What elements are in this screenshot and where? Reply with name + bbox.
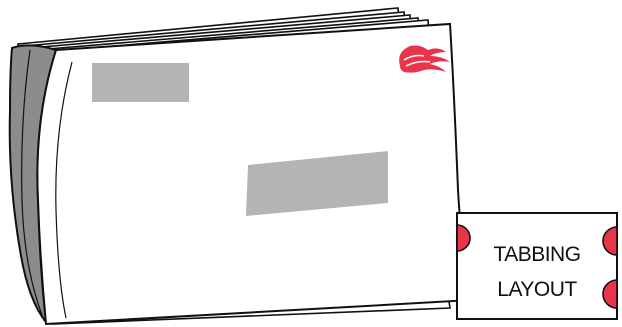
label-line-2: LAYOUT [497, 278, 577, 301]
label-line-1: TABBING [493, 243, 580, 266]
return-address-window [92, 63, 189, 102]
label-box-frame [457, 213, 617, 319]
tabbing-layout-box: TABBING LAYOUT [457, 213, 617, 319]
